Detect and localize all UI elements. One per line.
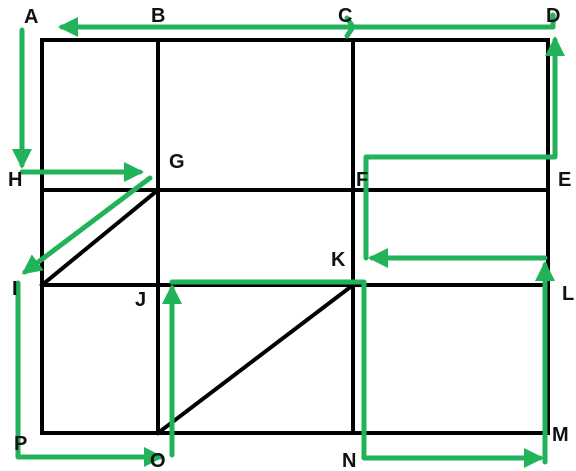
label-e: E — [558, 169, 571, 191]
label-g: G — [169, 151, 185, 173]
label-n: N — [342, 450, 356, 471]
green-path — [12, 12, 565, 468]
outer-rectangle — [40, 38, 550, 435]
label-b: B — [151, 5, 165, 27]
grid-lines — [39, 38, 550, 436]
label-p: P — [14, 433, 27, 455]
label-j: J — [135, 289, 146, 311]
label-k: K — [331, 249, 346, 271]
path-g-to-i-arrow — [21, 175, 153, 275]
path-c-crossing — [344, 15, 356, 39]
path-k-n-m-arrow — [361, 279, 544, 468]
label-c: C — [338, 5, 352, 27]
label-o: O — [150, 450, 166, 471]
diagonal-k-o — [155, 282, 356, 436]
label-m: M — [552, 424, 569, 446]
diagonal-g-i — [39, 187, 161, 288]
label-d: D — [546, 5, 560, 27]
label-h: H — [8, 169, 22, 191]
label-l: L — [562, 283, 574, 305]
label-i: I — [12, 278, 18, 300]
path-k-f-e-d-arrow — [363, 36, 565, 261]
label-f: F — [356, 169, 368, 191]
point-labels: A B C D E F G H I J K L M N O P — [8, 5, 574, 471]
label-a: A — [24, 6, 38, 28]
path-i-p-o-arrow — [15, 280, 164, 467]
